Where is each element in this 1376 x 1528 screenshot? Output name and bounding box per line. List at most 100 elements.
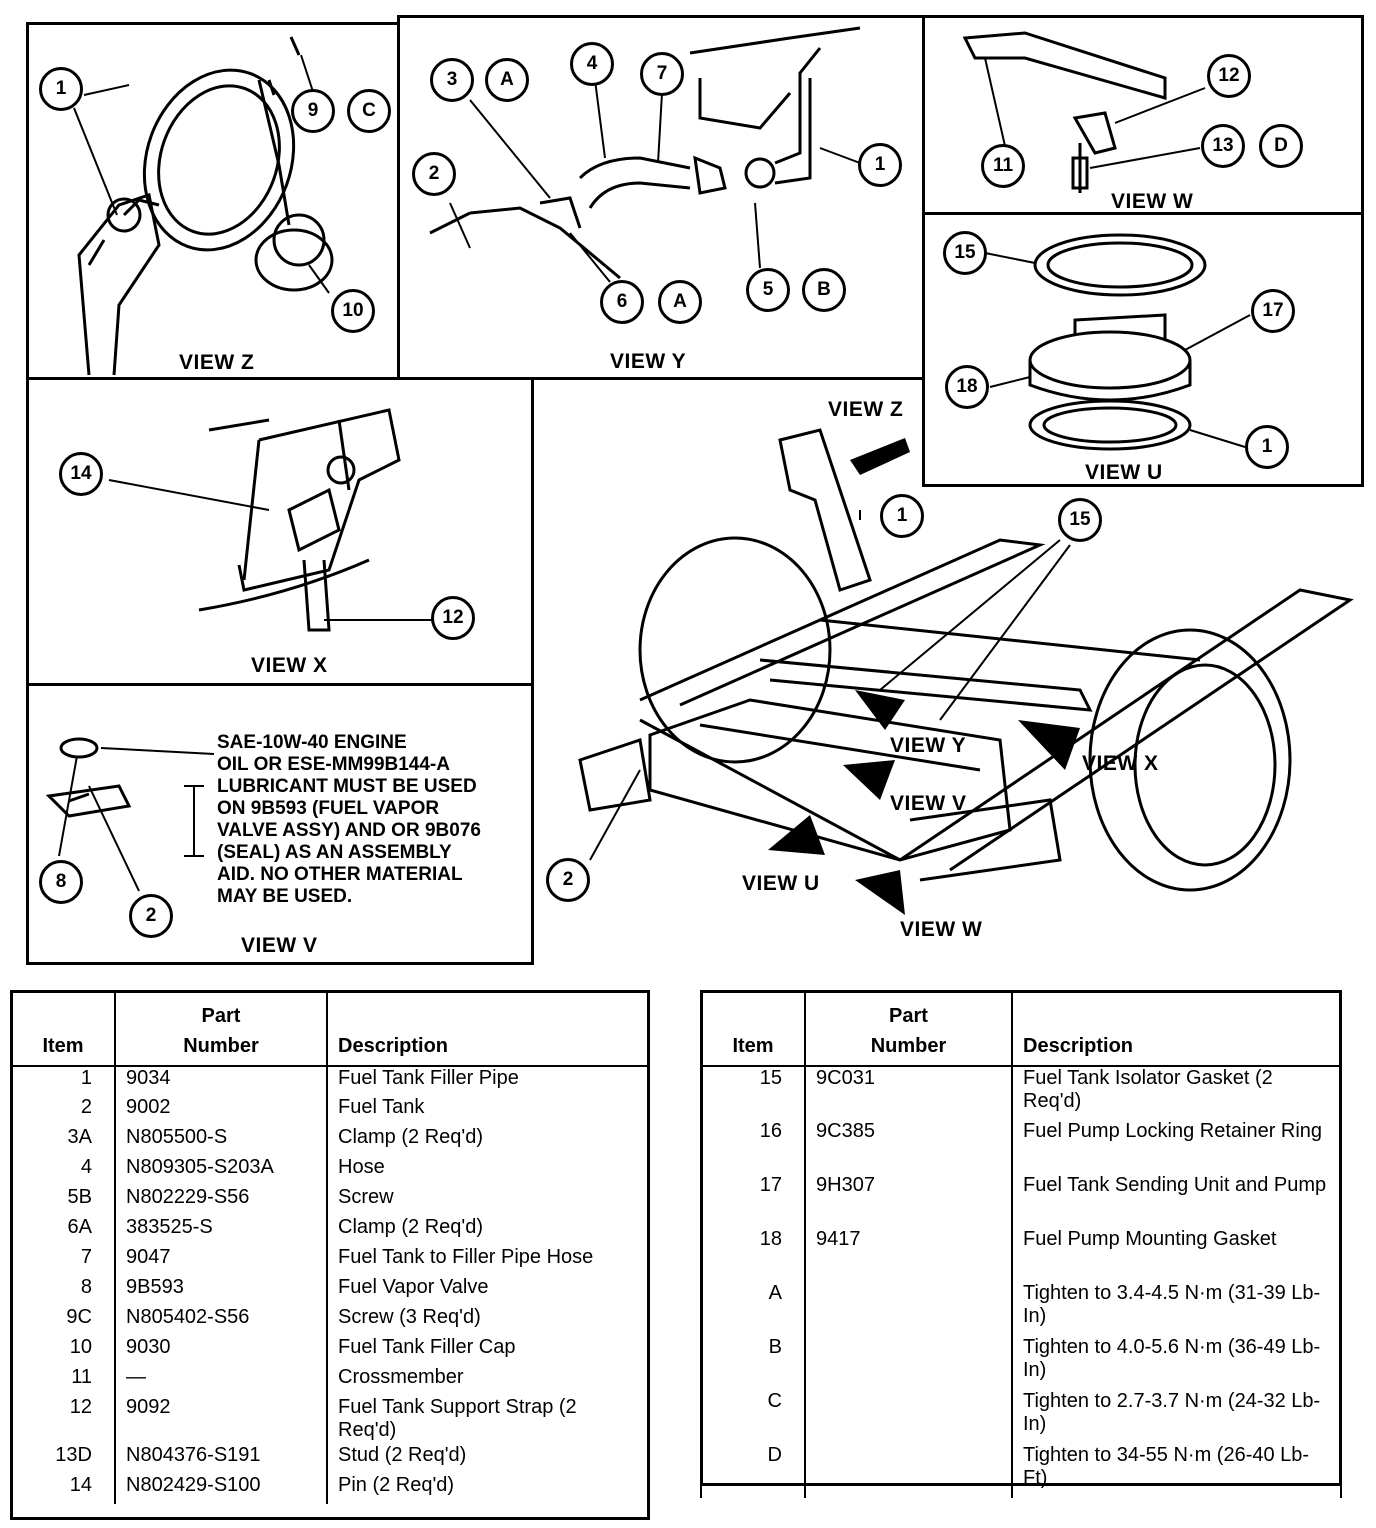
cell-description: Stud (2 Req'd) <box>326 1444 650 1474</box>
view-v-label: VIEW V <box>241 934 318 957</box>
cell-item: B <box>700 1336 806 1390</box>
cell-part-number: 9030 <box>114 1336 328 1366</box>
view-x-label: VIEW X <box>251 654 328 677</box>
main-view-v-label: VIEW V <box>890 792 967 815</box>
cell-description: Fuel Pump Locking Retainer Ring <box>1011 1120 1342 1174</box>
main-view-z-label: VIEW Z <box>828 398 904 421</box>
view-u-drawing <box>984 233 1251 451</box>
cell-description: Fuel Tank Sending Unit and Pump <box>1011 1174 1342 1228</box>
cell-description: Tighten to 34-55 N·m (26-40 Lb-Ft) <box>1011 1444 1342 1498</box>
cell-part-number: 9H307 <box>804 1174 1013 1228</box>
cell-item: 12 <box>10 1396 116 1444</box>
view-w-panel: 11 12 13 D VIEW W <box>922 15 1364 215</box>
callout-y-7: 7 <box>640 52 684 96</box>
cell-part-number <box>804 1444 1013 1498</box>
main-view-w-label: VIEW W <box>900 918 983 941</box>
cell-part-number: — <box>114 1366 328 1396</box>
cell-part-number <box>804 1390 1013 1444</box>
view-y-drawing <box>429 26 861 283</box>
table-row: D Tighten to 34-55 N·m (26-40 Lb-Ft) <box>700 1444 1342 1498</box>
col-item: Item <box>10 990 116 1067</box>
cell-part-number: 9092 <box>114 1396 328 1444</box>
callout-y-b: B <box>802 268 846 312</box>
cell-item: 18 <box>700 1228 806 1282</box>
cell-item: 11 <box>10 1366 116 1396</box>
callout-y-a2: A <box>658 280 702 324</box>
callout-y-4: 4 <box>570 42 614 86</box>
callout-z-10: 10 <box>331 289 375 333</box>
cell-part-number: N804376-S191 <box>114 1444 328 1474</box>
cell-description: Screw <box>326 1186 650 1216</box>
col-part-number: Part Number <box>804 990 1013 1067</box>
cell-item: 1 <box>10 1066 116 1096</box>
cell-part-number: N805500-S <box>114 1126 328 1156</box>
view-z-panel: 1 9 C 10 VIEW Z <box>26 22 400 380</box>
cell-item: D <box>700 1444 806 1498</box>
cell-part-number: 9002 <box>114 1096 328 1126</box>
main-view-u-label: VIEW U <box>742 872 820 895</box>
cell-item: 16 <box>700 1120 806 1174</box>
lubricant-note: SAE-10W-40 ENGINE OIL OR ESE-MM99B144-A … <box>217 732 481 907</box>
cell-description: Fuel Tank Isolator Gasket (2 Req'd) <box>1011 1066 1342 1120</box>
cell-part-number: 9C031 <box>804 1066 1013 1120</box>
cell-part-number: 9034 <box>114 1066 328 1096</box>
cell-item: 8 <box>10 1276 116 1306</box>
cell-description: Pin (2 Req'd) <box>326 1474 650 1504</box>
cell-part-number: N809305-S203A <box>114 1156 328 1186</box>
callout-x-14: 14 <box>59 452 103 496</box>
callout-v-8: 8 <box>39 860 83 904</box>
callout-y-a1: A <box>485 58 529 102</box>
col-part-number: Part Number <box>114 990 328 1067</box>
cell-part-number: 9C385 <box>804 1120 1013 1174</box>
view-w-drawing <box>962 31 1206 193</box>
cell-part-number <box>804 1336 1013 1390</box>
cell-item: 10 <box>10 1336 116 1366</box>
callout-x-12: 12 <box>431 596 475 640</box>
view-w-label: VIEW W <box>1111 190 1194 213</box>
callout-v-2: 2 <box>129 894 173 938</box>
callout-w-11: 11 <box>981 144 1025 188</box>
cell-item: 14 <box>10 1474 116 1504</box>
cell-description: Fuel Tank to Filler Pipe Hose <box>326 1246 650 1276</box>
callout-w-d: D <box>1259 124 1303 168</box>
view-v-panel: 8 2 SAE-10W-40 ENGINE OIL OR ESE-MM99B14… <box>26 683 534 965</box>
cell-part-number: 9B593 <box>114 1276 328 1306</box>
callout-y-3: 3 <box>430 58 474 102</box>
cell-item: 9C <box>10 1306 116 1336</box>
view-y-panel: 3 A 4 7 2 1 6 A 5 B VIEW Y <box>397 15 925 380</box>
cell-description: Fuel Tank <box>326 1096 650 1126</box>
cell-part-number: 9047 <box>114 1246 328 1276</box>
view-x-drawing <box>108 408 434 632</box>
cell-description: Clamp (2 Req'd) <box>326 1126 650 1156</box>
view-x-panel: 14 12 VIEW X <box>26 377 534 686</box>
col-description: Description <box>326 990 650 1067</box>
callout-z-9: 9 <box>291 89 335 133</box>
cell-description: Crossmember <box>326 1366 650 1396</box>
col-item: Item <box>700 990 806 1067</box>
callout-main-15: 15 <box>1058 498 1102 542</box>
callout-u-1: 1 <box>1245 425 1289 469</box>
callout-y-1: 1 <box>858 143 902 187</box>
cell-description: Screw (3 Req'd) <box>326 1306 650 1336</box>
cell-part-number: N802429-S100 <box>114 1474 328 1504</box>
cell-description: Fuel Vapor Valve <box>326 1276 650 1306</box>
cell-item: 5B <box>10 1186 116 1216</box>
cell-item: 15 <box>700 1066 806 1120</box>
callout-main-2: 2 <box>546 858 590 902</box>
cell-description: Tighten to 4.0-5.6 N·m (36-49 Lb-In) <box>1011 1336 1342 1390</box>
